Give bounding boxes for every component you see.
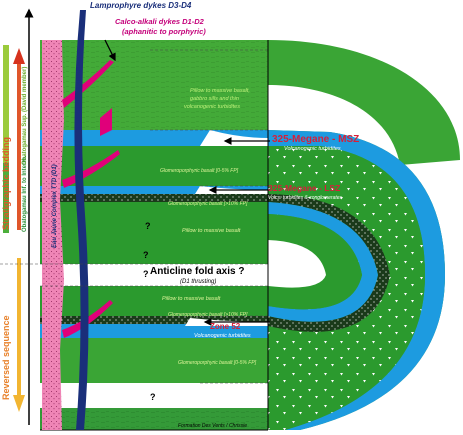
label-msz-sub: Volcanogenic turbidites (284, 146, 341, 152)
labels: Lamprophyre dykes D3-D4 Calco-alkali dyk… (90, 1, 359, 429)
strat-arrow-head (13, 48, 25, 64)
label-pillow-gabbro-1: Pillow to massive basalt, (190, 88, 250, 94)
obat-inf-bar (3, 163, 9, 233)
label-zone52: Zone 52 (210, 322, 241, 331)
label-tonalite: Eau Jaune Complex TTD (D1) (52, 164, 58, 248)
label-obat-sup: Obatogamau Sup. (David member) (22, 67, 28, 165)
label-calcalkali-2: (aphanitic to porphyric) (122, 27, 206, 36)
label-zone52-sub: Volcanogenic turbidites (194, 333, 251, 339)
dashed-guides (0, 49, 268, 384)
label-msz: 325-Megane - MSZ (272, 134, 359, 145)
reversed-arrow-head (13, 395, 25, 412)
label-lamprophyre: Lamprophyre dykes D3-D4 (90, 1, 192, 10)
label-fold-sub: (D1 thrusting) (180, 279, 216, 285)
label-pillow-lower: Pillow to massive basalt (162, 296, 221, 302)
question-mark-3: ? (143, 269, 149, 279)
fold-structure (267, 40, 460, 430)
label-lsz: 325-Megane - LSZ (268, 183, 340, 193)
label-pillow-gabbro-3: volcanogenic turbidites (184, 104, 240, 110)
obat-sup-bar (3, 45, 9, 163)
pointer-arrows (104, 39, 270, 326)
question-mark-4: ? (150, 392, 156, 402)
label-glom-lower-2: Glomeroporphyric basalt [>10% FP] (168, 312, 248, 318)
fold-outer-arm (268, 40, 460, 165)
label-reversed-sequence: Reversed sequence (1, 315, 11, 400)
vertical-labels: Stratigraphic bedding Reversed sequence … (1, 67, 58, 400)
reversed-arrow-shaft (17, 258, 21, 398)
question-mark-2: ? (143, 250, 149, 260)
label-formation: Formation Des Vents / Chrissie (178, 423, 247, 429)
label-lsz-sub: Volcs. turbidites & conglomerates (268, 195, 343, 201)
left-axis-bars (3, 8, 34, 425)
lamprophyre-dyke (74, 10, 89, 430)
intrusions (42, 10, 120, 430)
question-mark-1: ? (145, 221, 151, 231)
label-strat-bedding: Stratigraphic bedding (1, 137, 11, 230)
strat-arrow-shaft (17, 60, 21, 230)
fold-core-white (268, 240, 326, 288)
label-glom-lower: Glomeroporphyric basalt [0-5% FP] (178, 360, 257, 366)
label-pillow-upper: Pillow to massive basalt (182, 228, 241, 234)
label-pillow-gabbro-2: gabbro sills and thin (190, 96, 239, 102)
label-glom-upper-2: Glomeroporphyric basalt [>10% FP] (168, 201, 248, 207)
label-fold-axis: Anticline fold axis ? (150, 266, 244, 277)
label-glom-upper: Glomeroporphyric basalt [0-5% FP] (160, 168, 239, 174)
label-calcalkali-1: Calco-alkali dykes D1-D2 (115, 17, 205, 26)
tonalite-band (42, 40, 64, 430)
label-obat-inf: Obatogamau Inf. to Interm. (22, 155, 28, 232)
